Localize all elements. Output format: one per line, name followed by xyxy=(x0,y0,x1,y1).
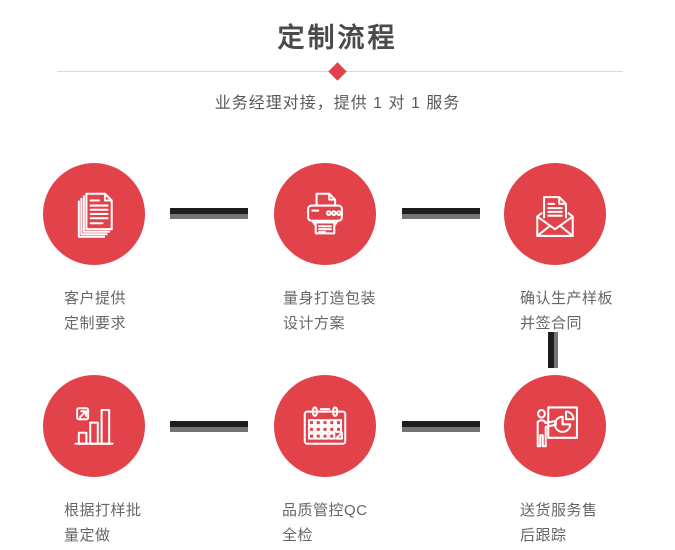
step-label-line: 确认生产样板 xyxy=(520,290,614,307)
step-label-line: 送货服务售 xyxy=(520,502,598,519)
step-circle-1 xyxy=(43,163,145,265)
step-label-line: 根据打样批 xyxy=(64,502,142,519)
step-circle-3 xyxy=(504,163,606,265)
connector-step1-step2 xyxy=(170,208,248,219)
step-circle-2 xyxy=(274,163,376,265)
connector-step2-step3 xyxy=(402,208,480,219)
step-label-5: 品质管控QC 全检 xyxy=(282,498,368,548)
step-label-line: 并签合同 xyxy=(520,315,583,332)
page-subtitle: 业务经理对接，提供 1 对 1 服务 xyxy=(214,95,461,112)
calendar-icon xyxy=(303,406,347,445)
step-label-line: 量定做 xyxy=(64,527,111,544)
step-label-line: 客户提供 xyxy=(64,290,127,307)
step-label-line: 设计方案 xyxy=(283,315,346,332)
documents-icon xyxy=(77,192,113,238)
step-label-line: 定制要求 xyxy=(64,315,127,332)
envelope-icon xyxy=(536,196,574,237)
printer-icon xyxy=(307,192,343,235)
step-label-4: 根据打样批 量定做 xyxy=(64,498,142,548)
connector-step4-step5 xyxy=(170,421,248,432)
step-circle-6 xyxy=(504,375,606,477)
step-label-3: 确认生产样板 并签合同 xyxy=(520,286,613,336)
step-label-line: 后跟踪 xyxy=(520,527,567,544)
step-circle-4 xyxy=(43,375,145,477)
bar-chart-icon xyxy=(74,407,114,445)
step-label-line: 全检 xyxy=(282,527,314,544)
diamond-icon xyxy=(328,62,347,81)
step-label-line: 品质管控QC xyxy=(282,502,368,519)
connector-step5-step6 xyxy=(402,421,480,432)
step-label-6: 送货服务售 后跟踪 xyxy=(520,498,598,548)
connector-step3-step6 xyxy=(548,332,558,368)
step-circle-5 xyxy=(274,375,376,477)
step-label-2: 量身打造包装 设计方案 xyxy=(283,286,376,336)
page-title: 定制流程 xyxy=(277,23,398,53)
step-label-line: 量身打造包装 xyxy=(283,290,377,307)
presentation-icon xyxy=(536,406,578,448)
step-label-1: 客户提供 定制要求 xyxy=(64,286,126,336)
